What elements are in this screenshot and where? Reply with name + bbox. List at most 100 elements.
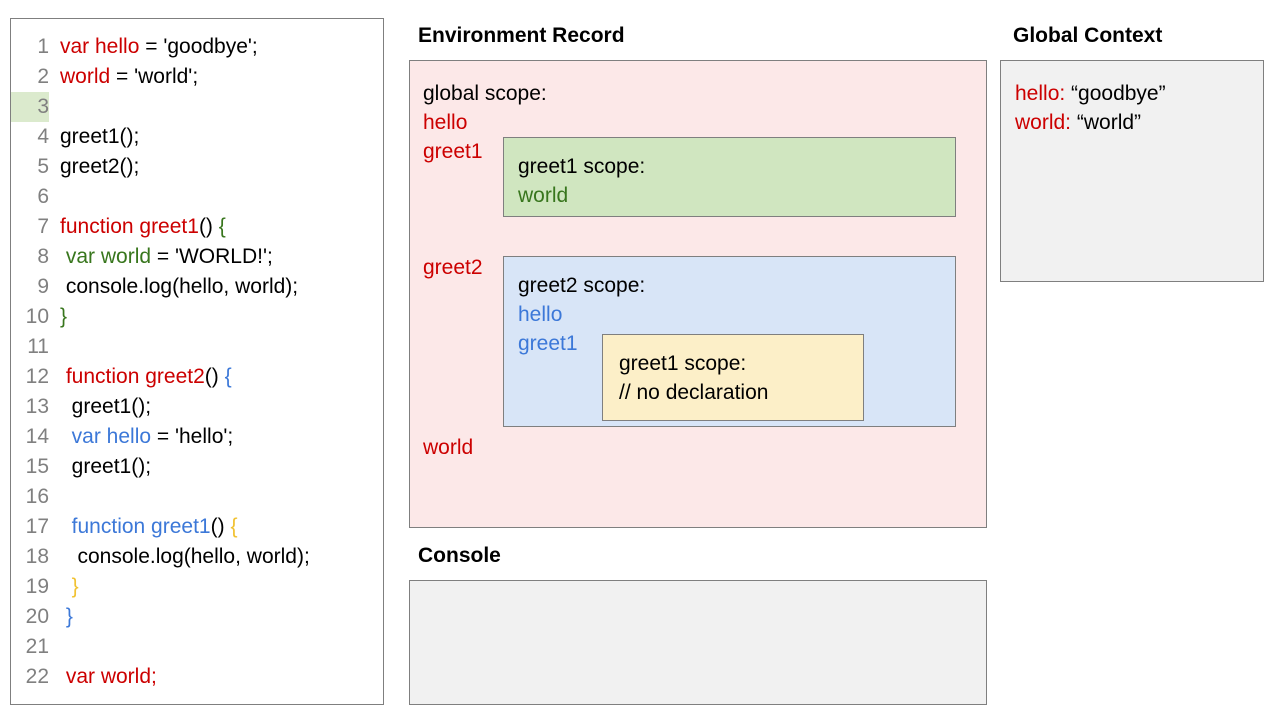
line-number: 10: [25, 305, 49, 328]
console-panel[interactable]: [409, 580, 987, 705]
code-token: greet2();: [60, 155, 140, 178]
global-context-value-hello: “goodbye”: [1071, 82, 1166, 105]
line-number: 5: [37, 155, 49, 178]
code-token: [60, 425, 72, 448]
code-line[interactable]: 20 }: [11, 602, 383, 632]
global-context-value-world: “world”: [1076, 111, 1142, 134]
code-line-text: }: [49, 302, 67, 332]
code-line[interactable]: 18 console.log(hello, world);: [11, 542, 383, 572]
code-line[interactable]: 5 greet2();: [11, 152, 383, 182]
line-number: 9: [37, 275, 49, 298]
global-binding-greet1: greet1: [423, 140, 483, 163]
code-line[interactable]: 12 function greet2() {: [11, 362, 383, 392]
code-token: greet1();: [60, 395, 152, 418]
line-number: 3: [11, 92, 49, 122]
code-line[interactable]: 14 var hello = 'hello';: [11, 422, 383, 452]
code-line-text: greet1();: [49, 122, 139, 152]
code-line-text: var world;: [49, 662, 157, 692]
line-number: 20: [25, 605, 49, 628]
code-token: function greet1: [71, 515, 211, 538]
code-token: var world;: [60, 665, 157, 688]
line-number: 6: [37, 185, 49, 208]
greet1-nested-scope-header: greet1 scope:: [619, 352, 747, 375]
line-number: 13: [25, 395, 49, 418]
code-token: = 'world';: [110, 65, 199, 88]
line-number: 11: [27, 335, 49, 358]
code-token: function greet2: [60, 365, 205, 388]
global-context-title: Global Context: [1013, 24, 1163, 47]
code-line[interactable]: 16: [11, 482, 383, 512]
code-token: [60, 575, 72, 598]
greet2-binding-hello: hello: [518, 303, 563, 326]
global-context-key-world: world:: [1015, 111, 1072, 134]
code-line[interactable]: 21: [11, 632, 383, 662]
global-scope-header: global scope:: [423, 82, 547, 105]
environment-record-panel: global scope: hello greet1 greet2 world …: [409, 60, 987, 528]
code-token: var hello: [60, 35, 140, 58]
line-number: 21: [25, 635, 49, 658]
global-binding-world: world: [423, 436, 474, 459]
greet2-binding-greet1: greet1: [518, 332, 578, 355]
code-token: (): [210, 515, 231, 538]
code-line-text: console.log(hello, world);: [49, 272, 298, 302]
greet2-scope-box: greet2 scope: hello greet1 greet1 scope:…: [503, 256, 956, 427]
code-line-text: function greet1() {: [49, 212, 226, 242]
code-token: }: [60, 305, 68, 328]
line-number: 19: [25, 575, 49, 598]
code-token: = 'goodbye';: [139, 35, 258, 58]
line-number: 12: [25, 365, 49, 388]
code-line-text: var hello = 'goodbye';: [49, 32, 258, 62]
code-line[interactable]: 10}: [11, 302, 383, 332]
line-number: 22: [25, 665, 49, 688]
code-line-text: greet2();: [49, 152, 139, 182]
code-line-text: function greet1() {: [49, 512, 238, 542]
code-token: }: [65, 605, 73, 628]
code-line[interactable]: 15 greet1();: [11, 452, 383, 482]
line-number: 17: [25, 515, 49, 538]
code-token: function greet1: [60, 215, 199, 238]
code-line-text: var world = 'WORLD!';: [49, 242, 273, 272]
code-token: = 'hello';: [151, 425, 234, 448]
code-line-text: world = 'world';: [49, 62, 198, 92]
code-line[interactable]: 9 console.log(hello, world);: [11, 272, 383, 302]
greet2-scope-header: greet2 scope:: [518, 274, 646, 297]
code-token: {: [230, 515, 238, 538]
line-number: 14: [25, 425, 49, 448]
code-line-text: greet1();: [49, 392, 151, 422]
greet1-scope-header: greet1 scope:: [518, 155, 646, 178]
greet1-scope-box: greet1 scope: world: [503, 137, 956, 217]
code-token: {: [218, 215, 226, 238]
code-line-text: }: [49, 602, 73, 632]
code-token: greet1();: [60, 455, 152, 478]
code-token: {: [224, 365, 232, 388]
code-line[interactable]: 19 }: [11, 572, 383, 602]
code-token: (): [204, 365, 225, 388]
code-token: console.log(hello, world);: [60, 545, 310, 568]
code-line-text: greet1();: [49, 452, 151, 482]
code-line-text: var hello = 'hello';: [49, 422, 234, 452]
code-line[interactable]: 13 greet1();: [11, 392, 383, 422]
console-title: Console: [418, 544, 501, 567]
code-token: greet1();: [60, 125, 140, 148]
code-line[interactable]: 22 var world;: [11, 662, 383, 692]
code-line[interactable]: 11: [11, 332, 383, 362]
code-line[interactable]: 8 var world = 'WORLD!';: [11, 242, 383, 272]
code-line[interactable]: 17 function greet1() {: [11, 512, 383, 542]
global-context-panel: hello: “goodbye” world: “world”: [1000, 60, 1264, 282]
code-token: var world: [65, 245, 152, 268]
code-token: console.log(hello, world);: [60, 275, 299, 298]
line-number: 2: [37, 65, 49, 88]
code-line-text: function greet2() {: [49, 362, 232, 392]
code-line[interactable]: 3: [11, 92, 383, 122]
code-token: var hello: [71, 425, 152, 448]
environment-record-title: Environment Record: [418, 24, 625, 47]
global-context-entry-world: world: “world”: [1015, 108, 1141, 137]
code-line[interactable]: 6: [11, 182, 383, 212]
greet1-nested-scope-box: greet1 scope: // no declaration: [602, 334, 864, 421]
